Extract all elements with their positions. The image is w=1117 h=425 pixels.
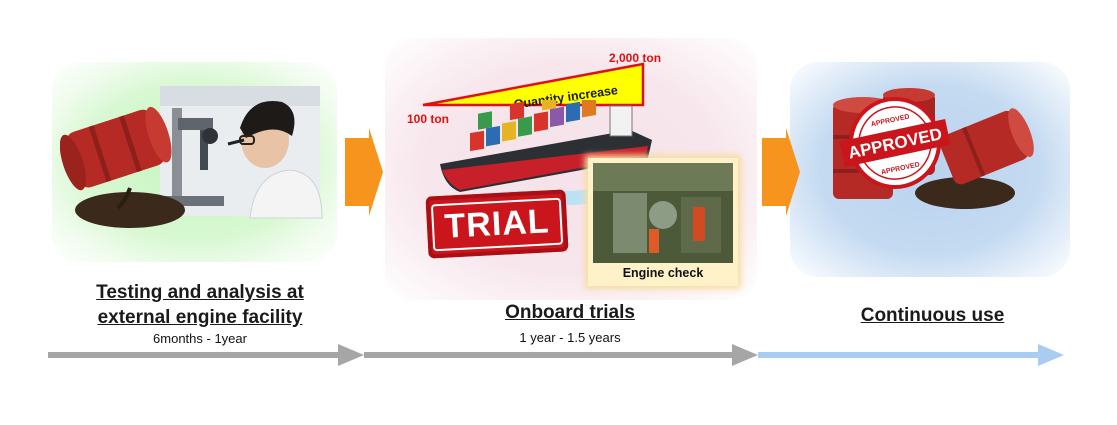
engine-check-caption: Engine check xyxy=(622,266,704,280)
timeline-segment-2 xyxy=(364,352,734,358)
engine-check-frame: Engine check xyxy=(588,158,738,286)
quantity-wedge-shape xyxy=(422,62,645,107)
step-1-title: Testing and analysis at external engine … xyxy=(60,280,340,330)
oil-spill xyxy=(75,192,185,228)
testing-illustration xyxy=(60,86,323,228)
quantity-end-label: 2,000 ton xyxy=(609,51,661,65)
timeline-segment-3 xyxy=(758,352,1040,358)
approved-stamp: APPROVED APPROVED APPROVED xyxy=(839,97,951,189)
step-2-duration: 1 year - 1.5 years xyxy=(519,330,621,345)
timeline-segment-1 xyxy=(48,352,340,358)
barrel-icon xyxy=(60,106,172,191)
approved-barrels-illustration: APPROVED APPROVED APPROVED xyxy=(833,88,1034,209)
step-2-title: Onboard trials xyxy=(505,302,635,323)
microscope-icon xyxy=(162,108,224,206)
step-1-duration: 6months - 1year xyxy=(153,331,247,346)
timeline-arrowhead-3 xyxy=(1038,344,1064,366)
quantity-increase-wedge: Quantity increase 100 ton 2,000 ton xyxy=(407,51,661,126)
engine-room-photo xyxy=(593,163,733,263)
step-arrow-2 xyxy=(762,128,800,216)
trial-stamp: TRIAL xyxy=(425,189,569,259)
step-3-title: Continuous use xyxy=(860,305,1005,326)
step-1-title-line2: external engine facility xyxy=(97,307,303,328)
trial-stamp-text: TRIAL xyxy=(431,197,563,251)
step-arrow-1 xyxy=(345,128,383,216)
timeline xyxy=(48,344,1064,366)
quantity-start-label: 100 ton xyxy=(407,112,449,126)
timeline-arrowhead-1 xyxy=(338,344,364,366)
oil-spill-2 xyxy=(915,177,1015,209)
timeline-arrowhead-2 xyxy=(732,344,758,366)
step-1-title-line1: Testing and analysis at xyxy=(96,282,304,303)
barrel-tilted-icon xyxy=(939,108,1034,185)
researcher-icon xyxy=(227,101,323,219)
